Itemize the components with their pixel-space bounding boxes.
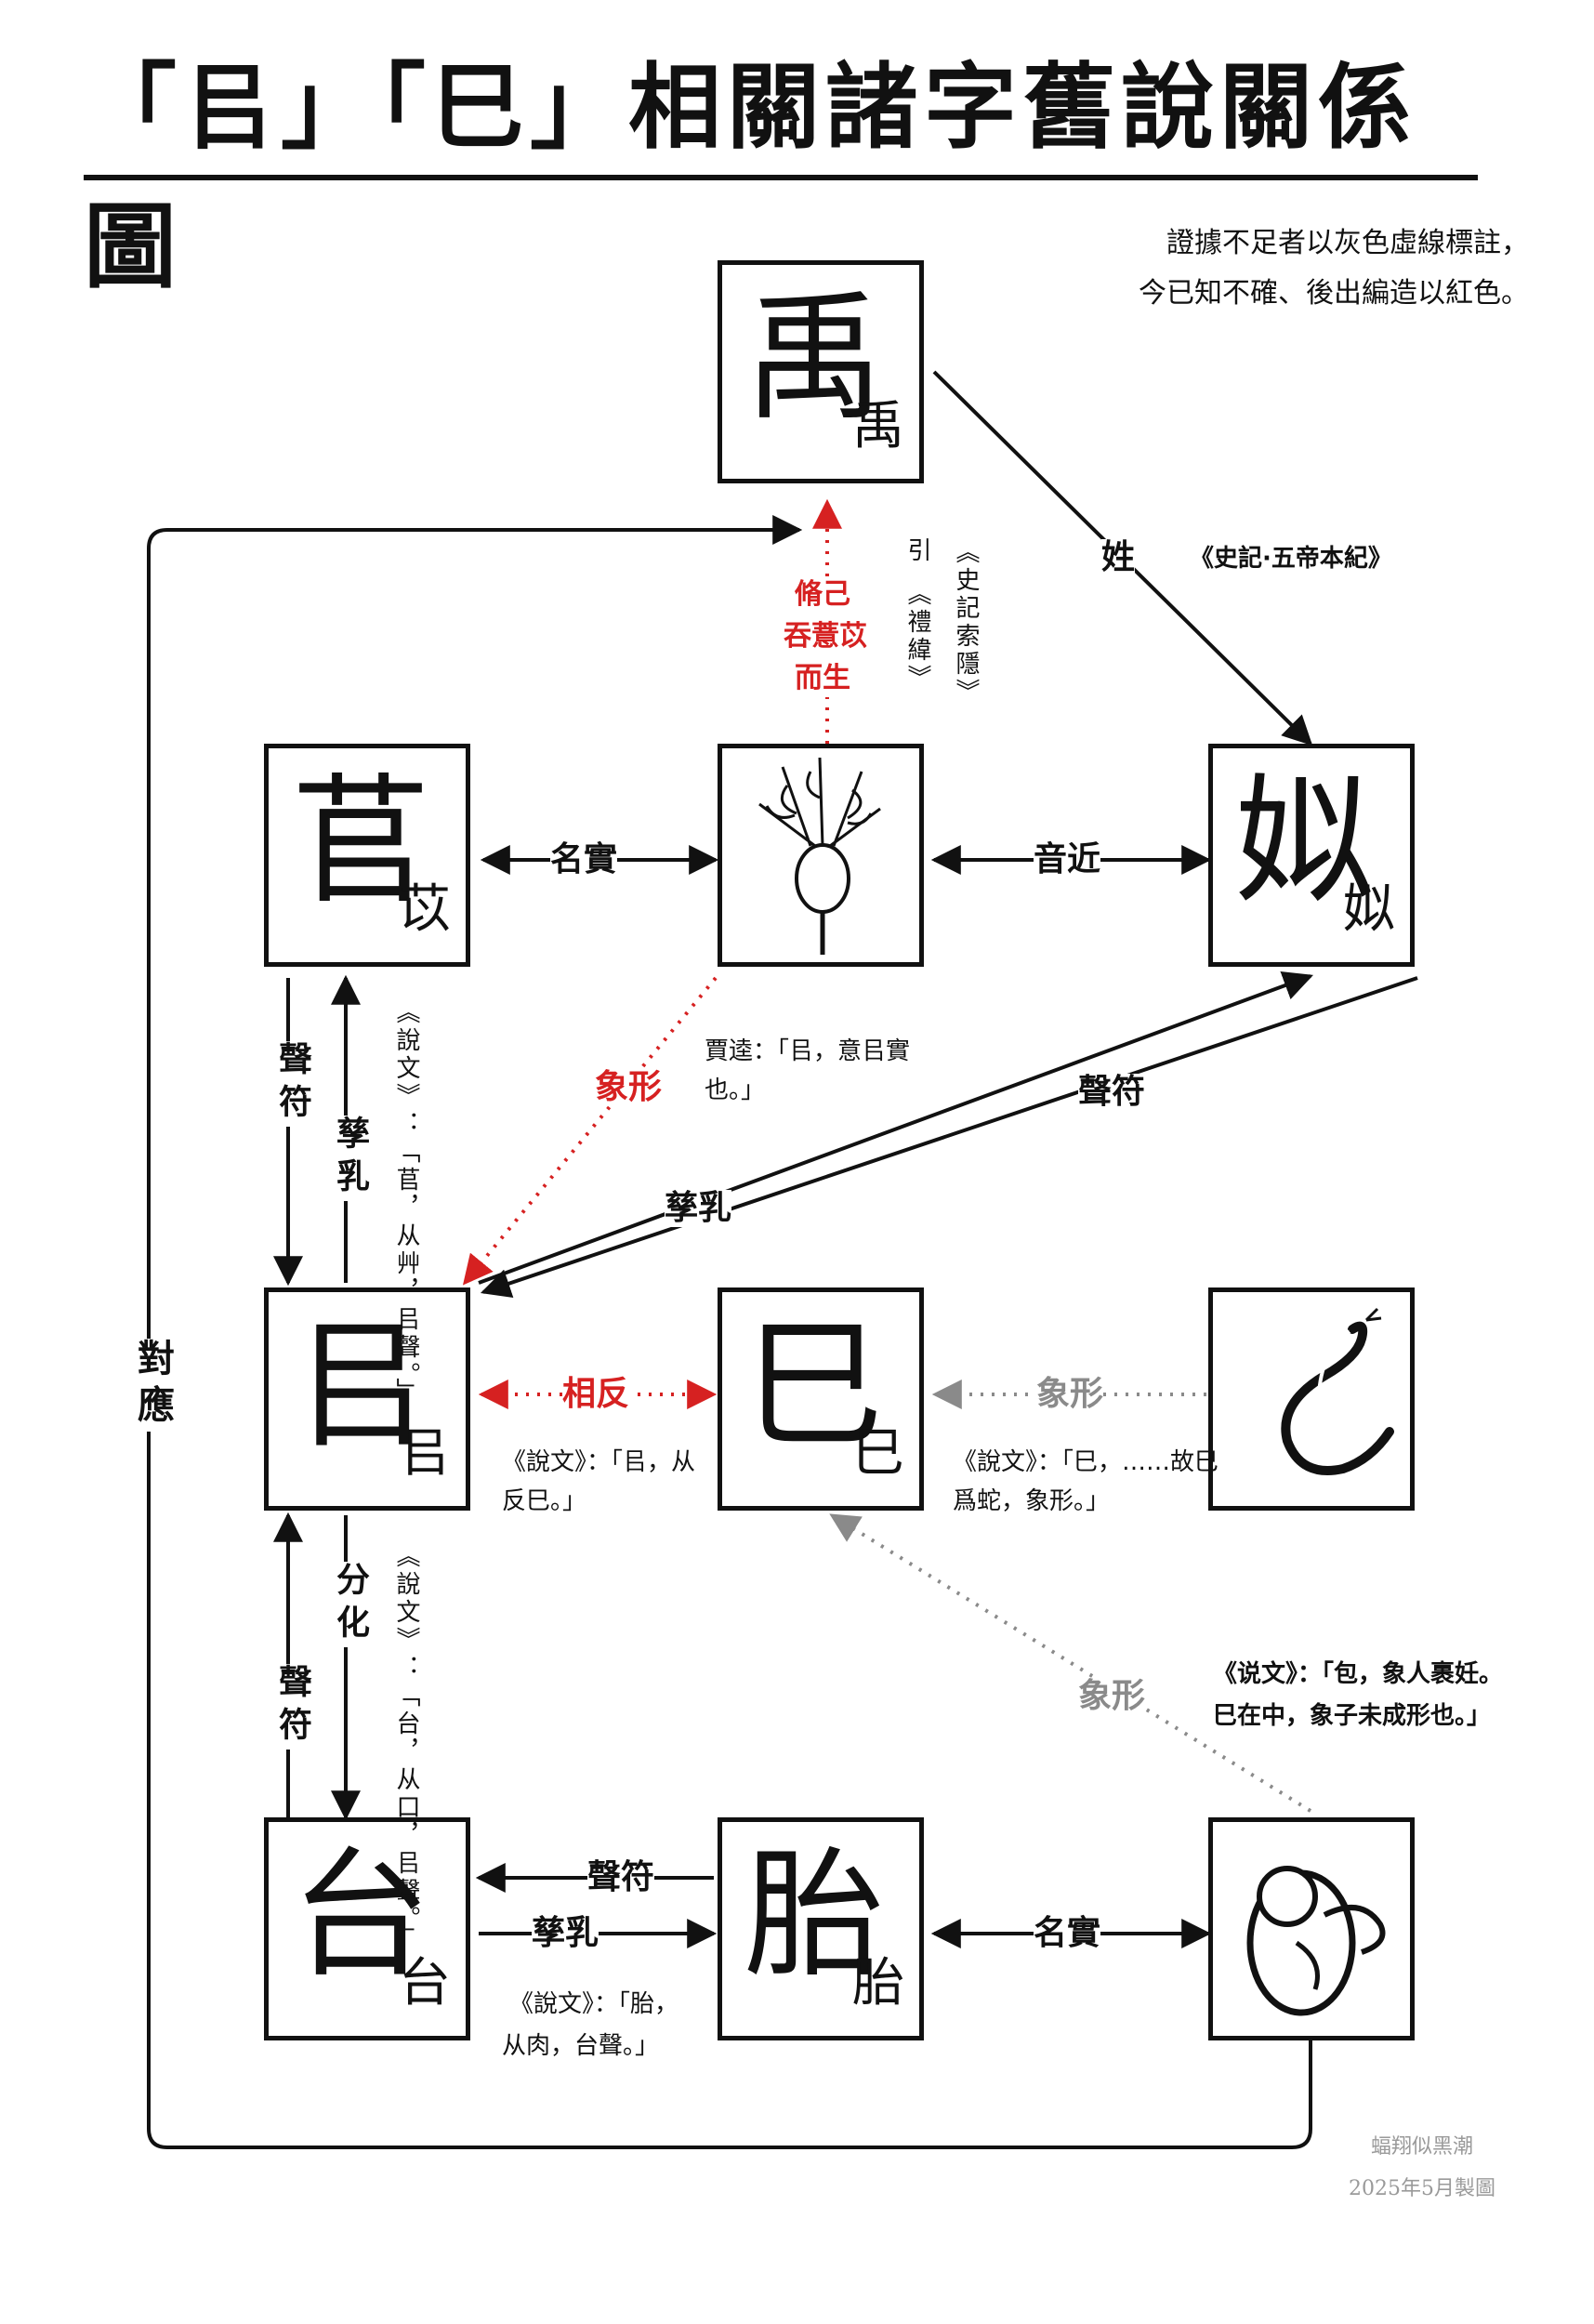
kai-glyph: 㠯	[399, 1423, 451, 1484]
arrow-red-xiangxing	[462, 976, 718, 1286]
label-shuowen-ci: 《說文》：「苢，从艸，㠯聲。」	[392, 999, 420, 1406]
fetus-icon	[1246, 1866, 1386, 2016]
node-tai: 台 台	[264, 1817, 470, 2040]
node-snake	[1208, 1287, 1415, 1511]
label-shuowen-si: 《說文》：「巳，……故巳爲蛇，象形。」	[953, 1448, 1219, 1515]
label-xiangxing-gray-2: 象形	[1078, 1677, 1146, 1715]
label-yin: 引	[903, 537, 931, 565]
node-tai2: 胎 胎	[718, 1817, 924, 2040]
seal-glyph: 姒	[1235, 761, 1376, 923]
label-fenhua: 分化	[325, 1562, 374, 1647]
label-shuowen-yi: 《說文》：「㠯，从反巳。」	[502, 1448, 696, 1515]
node-si: 姒 姒	[1208, 744, 1415, 967]
page-title: 「㠯」「巳」相關諸字舊說關係圖	[84, 52, 1416, 301]
label-liwei: 《禮緯》	[903, 581, 931, 693]
label-xing: 姓	[1101, 538, 1136, 576]
legend-note: 證據不足者以灰色虛線標註， 今已知不確、後出編造以紅色。	[971, 218, 1529, 319]
label-ziru-2: 孳乳	[665, 1189, 732, 1227]
kai-glyph: 胎	[852, 1953, 904, 2014]
node-coix-plant	[718, 744, 924, 967]
seal-glyph: 禹	[744, 278, 885, 440]
label-shuowen-bao-2: 巳在中，象子未成形也。」	[1213, 1702, 1492, 1730]
coix-plant-icon	[758, 757, 881, 955]
legend-line-1: 證據不足者以灰色虛線標註，	[1166, 227, 1529, 259]
label-shengfu-2: 聲符	[1078, 1073, 1146, 1111]
kai-glyph: 台	[399, 1953, 451, 2014]
label-red-1: 脩己	[795, 576, 850, 614]
label-shuowen-bao-1: 《说文》：「包，象人裹妊。	[1213, 1660, 1504, 1688]
label-shengfu-3: 聲符	[268, 1664, 316, 1750]
label-xiangfan: 相反	[562, 1375, 630, 1413]
label-duiying: 對應	[125, 1339, 179, 1432]
node-si6: 巳 巳	[718, 1287, 924, 1511]
kai-glyph: 巳	[852, 1423, 904, 1484]
label-xiangxing-gray-1: 象形	[1036, 1375, 1104, 1413]
label-red-2: 吞薏苡	[784, 618, 867, 655]
kai-glyph: 禹	[852, 396, 904, 456]
seal-glyph: 巳	[744, 1305, 885, 1467]
arrow-duiying-loop	[147, 515, 1312, 2149]
snake-icon	[1281, 1307, 1394, 1475]
label-shuowen-tai2-1: 《說文》：「胎，	[509, 1990, 679, 2018]
signature-date: 2025年5月製圖	[1349, 2177, 1495, 2200]
seal-glyph: 㠯	[291, 1305, 431, 1467]
label-ziru-3: 孳乳	[532, 1914, 599, 1952]
legend-line-2: 今已知不確、後出編造以紅色。	[1139, 277, 1529, 310]
label-jiakui: 賈逵：「㠯，意㠯實也。」	[705, 1037, 911, 1104]
seal-glyph: 胎	[744, 1835, 885, 1997]
label-ziru-1: 孳乳	[325, 1116, 374, 1201]
label-shiji-suoyin: 《史記索隱》	[952, 539, 980, 706]
kai-glyph: 姒	[1343, 879, 1395, 940]
label-shengfu-4: 聲符	[587, 1858, 655, 1896]
label-mingshi-1: 名實	[550, 840, 618, 878]
node-yi: 㠯 㠯	[264, 1287, 470, 1511]
label-red-3: 而生	[795, 660, 850, 697]
label-shuowen-tai: 《說文》：「台，从口，㠯聲。」	[392, 1543, 420, 1949]
seal-glyph: 台	[291, 1835, 431, 1997]
arrow-shengfu-2	[480, 976, 1418, 1298]
label-shuowen-tai2-2: 从肉，台聲。」	[502, 2032, 660, 2060]
label-xiangxing-red: 象形	[595, 1068, 663, 1106]
label-shengfu-1: 聲符	[268, 1041, 316, 1127]
node-yu: 禹 禹	[718, 260, 924, 483]
seal-glyph: 苢	[291, 761, 431, 923]
label-yinjin: 音近	[1034, 840, 1101, 878]
kai-glyph: 苡	[399, 879, 451, 940]
signature-author: 蝠翔似黑潮	[1370, 2135, 1473, 2159]
arrow-ziru-2	[478, 971, 1314, 1285]
title-underline	[84, 175, 1478, 180]
arrow-gray-xiangxing-2	[829, 1513, 1312, 1813]
label-shiji: 《史記·五帝本紀》	[1190, 545, 1392, 573]
label-mingshi-2: 名實	[1034, 1914, 1101, 1952]
node-ci: 苢 苡	[264, 744, 470, 967]
node-fetus	[1208, 1817, 1415, 2040]
